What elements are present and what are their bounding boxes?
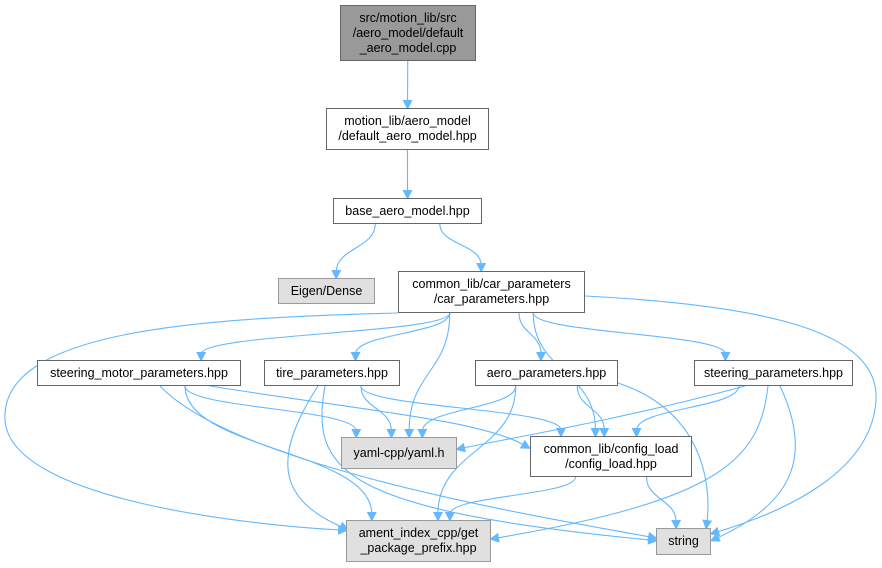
edge-car-to-yaml [404,312,451,439]
edge-car-to-aero [518,312,546,362]
edge-base-to-car [439,223,487,273]
edge-aero-to-yaml [417,385,517,439]
node-root[interactable]: src/motion_lib/src/aero_model/default_ae… [340,5,476,61]
edge-car-to-ament [4,312,399,535]
edge-steer-to-ament [489,385,769,543]
node-label-line: motion_lib/aero_model [344,114,471,128]
edge-smp-to-config [209,385,531,449]
node-string: string [656,528,711,555]
node-label-line: steering_motor_parameters.hpp [50,365,228,380]
edge-aero-to-config [576,385,610,438]
node-label-line: common_lib/car_parameters [412,277,571,291]
edge-smp-to-string [159,385,658,542]
node-label-line: yaml-cpp/yaml.h [353,445,445,460]
edge-car-to-steer [532,312,731,362]
node-label-line: /aero_model/default [352,25,464,40]
node-label-line: Eigen/Dense [290,283,363,298]
edge-aero-to-ament [433,385,517,522]
node-base-aero-model-hpp[interactable]: base_aero_model.hpp [333,198,482,224]
node-label-line: _aero_model.cpp [359,40,457,55]
edge-car-to-string [584,295,877,537]
node-label-line: string [668,534,699,548]
node-steering-motor-parameters-hpp[interactable]: steering_motor_parameters.hpp [37,360,241,386]
edge-tire-to-string [321,385,658,545]
edge-config-to-string [645,476,682,530]
node-label-line: /config_load.hpp [565,456,657,471]
edge-base-to-eigen [331,223,376,280]
node-label-line: /car_parameters.hpp [433,292,550,306]
edge-smp-to-yaml [184,385,362,439]
node-label-line: _package_prefix.hpp [360,541,477,555]
node-tire-parameters-hpp[interactable]: tire_parameters.hpp [264,360,400,386]
edge-steer-to-config [631,385,740,438]
node-default-aero-model-hpp[interactable]: motion_lib/aero_model/default_aero_model… [326,108,489,150]
node-label-line: tire_parameters.hpp [276,365,388,380]
edge-tire-to-yaml [360,385,397,439]
node-label-line: src/motion_lib/src [359,10,457,25]
edge-car-to-smp [196,312,451,362]
edge-config-to-ament [444,476,577,522]
node-steering-parameters-hpp[interactable]: steering_parameters.hpp [694,360,853,386]
edge-steer-to-yaml [455,385,746,453]
edge-tire-to-ament [287,385,350,531]
node-car-parameters-hpp[interactable]: common_lib/car_parameters/car_parameters… [398,271,585,313]
node-label-line: /default_aero_model.hpp [338,129,477,143]
edge-aero-to-string [617,382,713,530]
node-config-load-hpp[interactable]: common_lib/config_load/config_load.hpp [530,436,692,477]
node-label-line: aero_parameters.hpp [486,365,607,380]
node-get-package-prefix-hpp: ament_index_cpp/get_package_prefix.hpp [346,520,491,562]
node-eigen-dense: Eigen/Dense [278,278,375,304]
node-label-line: base_aero_model.hpp [345,203,470,218]
node-label-line: ament_index_cpp/get [358,526,479,540]
node-yaml-h: yaml-cpp/yaml.h [341,437,457,469]
edge-tire-to-config [360,385,566,438]
node-label-line: steering_parameters.hpp [704,365,843,380]
node-aero-parameters-hpp[interactable]: aero_parameters.hpp [475,360,618,386]
node-label-line: common_lib/config_load [543,441,679,456]
edge-steer-to-string [709,385,796,542]
edge-car-to-tire [350,312,451,362]
